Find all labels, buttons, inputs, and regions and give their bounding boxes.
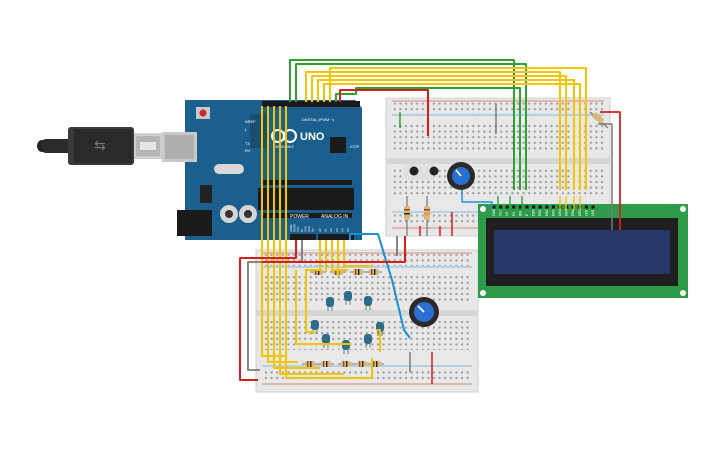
lcd-pin-label: DB4 <box>558 209 562 216</box>
lcd-pin[interactable] <box>525 205 529 209</box>
lcd-screen <box>494 230 670 274</box>
icsp-label: ICSP <box>350 144 360 149</box>
resistor-row-bottom <box>302 361 384 367</box>
lcd-pin-label: DB5 <box>565 209 569 216</box>
power-header[interactable] <box>290 234 316 240</box>
resistor[interactable] <box>318 361 334 367</box>
analog-pin-label: A5 <box>346 228 350 232</box>
lcd-pin-label: LED <box>584 209 588 216</box>
led[interactable] <box>344 291 352 305</box>
lcd-pin[interactable] <box>505 205 509 209</box>
lcd-pin[interactable] <box>512 205 516 209</box>
resistor[interactable] <box>354 361 370 367</box>
led[interactable] <box>364 296 372 310</box>
power-pin-label: GND <box>307 226 311 232</box>
analog-header-label: ANALOG IN <box>321 214 349 220</box>
lcd-pin[interactable] <box>532 205 536 209</box>
lcd-pin-label: RW <box>518 210 522 216</box>
led-ring <box>311 291 384 354</box>
resistor[interactable] <box>350 269 366 275</box>
potentiometer-top[interactable] <box>447 162 475 190</box>
lcd-pin-label: DB3 <box>551 209 555 216</box>
lcd-pin[interactable] <box>551 205 555 209</box>
lcd-pin-label: DB7 <box>578 209 582 216</box>
resistor[interactable] <box>368 361 384 367</box>
pushbutton-1[interactable] <box>409 166 419 176</box>
arduino-logo-icon <box>271 129 297 143</box>
lcd-pin-label: LED <box>591 209 595 216</box>
lcd-pin[interactable] <box>538 205 542 209</box>
analog-pin-label: A1 <box>324 228 328 232</box>
power-pin-label: 3.3V <box>296 226 300 232</box>
lcd-pin[interactable] <box>571 205 575 209</box>
resistor[interactable] <box>302 361 318 367</box>
lcd-pin-label: GND <box>492 208 496 216</box>
lcd-pin[interactable] <box>499 205 503 209</box>
lcd-pin-label: DB1 <box>538 209 542 216</box>
usb-symbol-icon: ⇆ <box>94 137 106 153</box>
power-pin-label: Vin <box>311 228 315 232</box>
aref-label: AREF <box>245 119 256 124</box>
resistor-2[interactable] <box>424 196 430 236</box>
pushbutton-2[interactable] <box>429 166 439 176</box>
analog-pin-label: A3 <box>335 228 339 232</box>
analog-pin-label: A4 <box>340 228 344 232</box>
led[interactable] <box>364 334 372 348</box>
power-pin-label: RESET <box>293 223 297 232</box>
lcd-pin-label: VCC <box>499 209 503 216</box>
resistor[interactable] <box>366 269 382 275</box>
lcd-pin[interactable] <box>492 205 496 209</box>
power-pin-label: 5V <box>300 229 304 232</box>
led[interactable] <box>326 297 334 311</box>
analog-pin-label: A2 <box>329 228 333 232</box>
lcd-pin[interactable] <box>518 205 522 209</box>
analog-pin-label: A0 <box>318 228 322 232</box>
lcd-pin-label: DB6 <box>571 209 575 216</box>
lcd-pin[interactable] <box>545 205 549 209</box>
power-header-label: POWER <box>290 214 309 220</box>
atmega-chip <box>258 188 354 210</box>
wires <box>239 59 621 384</box>
lcd-pin[interactable] <box>584 205 588 209</box>
led-l-label: L <box>245 127 248 132</box>
breadboard-bottom[interactable] <box>255 249 479 393</box>
lcd-pin-label: V0 <box>505 212 509 216</box>
resistor-1[interactable] <box>404 196 410 236</box>
brand-label: ARDUINO <box>275 144 293 149</box>
digital-header-label: DIGITAL (PWM ~) <box>302 117 335 122</box>
rx-label: RX <box>245 148 251 153</box>
usb-cable[interactable]: ⇆ <box>37 127 162 165</box>
lcd-pin-label: E <box>525 214 529 216</box>
lcd-pin-label: DB2 <box>545 209 549 216</box>
lcd-pin[interactable] <box>591 205 595 209</box>
digital-header[interactable] <box>262 101 360 107</box>
resistor[interactable] <box>338 361 354 367</box>
analog-header[interactable] <box>318 234 354 240</box>
potentiometer-bottom[interactable] <box>409 297 439 327</box>
power-pin-label: IOREF <box>289 224 293 232</box>
power-pin-label: GND <box>303 226 307 232</box>
lcd-pin-label: RS <box>512 212 516 216</box>
tx-label: TX <box>245 141 250 146</box>
led[interactable] <box>311 320 319 334</box>
resistor-3[interactable] <box>589 111 609 129</box>
model-label: UNO <box>300 131 325 143</box>
lcd-pin-label: DB0 <box>532 209 536 216</box>
